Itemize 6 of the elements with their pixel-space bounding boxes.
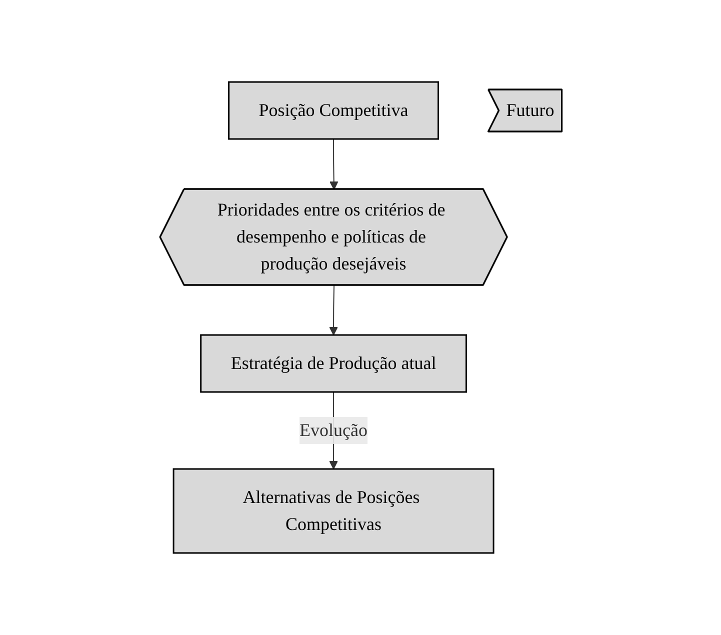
arrow [328, 285, 338, 336]
arrow [329, 138, 338, 190]
edge-label: Evolução [299, 420, 368, 440]
node-box: Estratégia de Produção atual [200, 334, 467, 393]
node-box: Alternativas de Posições Competitivas [172, 468, 494, 554]
node-box: Posição Competitiva [228, 81, 439, 140]
